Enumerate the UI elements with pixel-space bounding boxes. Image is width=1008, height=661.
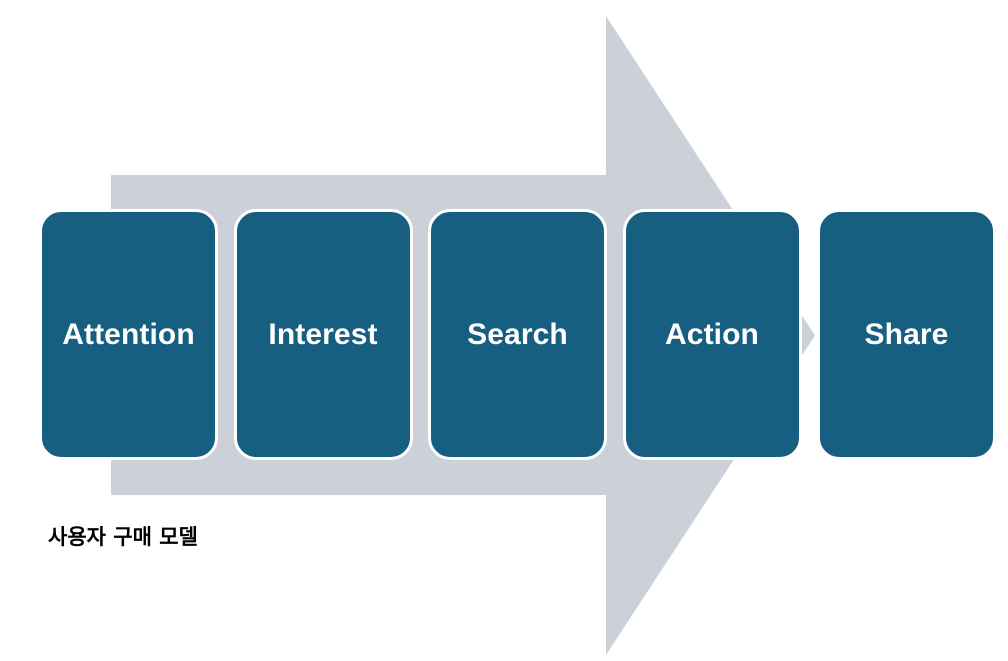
stage-box-attention[interactable]: Attention xyxy=(39,209,218,460)
stage-label-attention: Attention xyxy=(62,318,195,351)
stage-box-action[interactable]: Action xyxy=(622,209,802,460)
stage-box-interest[interactable]: Interest xyxy=(233,209,413,460)
stage-box-search[interactable]: Search xyxy=(428,209,607,460)
stage-label-interest: Interest xyxy=(268,318,378,351)
stage-label-search: Search xyxy=(467,318,568,351)
diagram-caption: 사용자 구매 모델 xyxy=(48,525,198,549)
stage-list: Attention Interest Search Action Share xyxy=(39,209,996,460)
stage-label-share: Share xyxy=(864,318,949,351)
stage-box-share[interactable]: Share xyxy=(817,209,996,460)
stage-label-action: Action xyxy=(665,318,759,351)
